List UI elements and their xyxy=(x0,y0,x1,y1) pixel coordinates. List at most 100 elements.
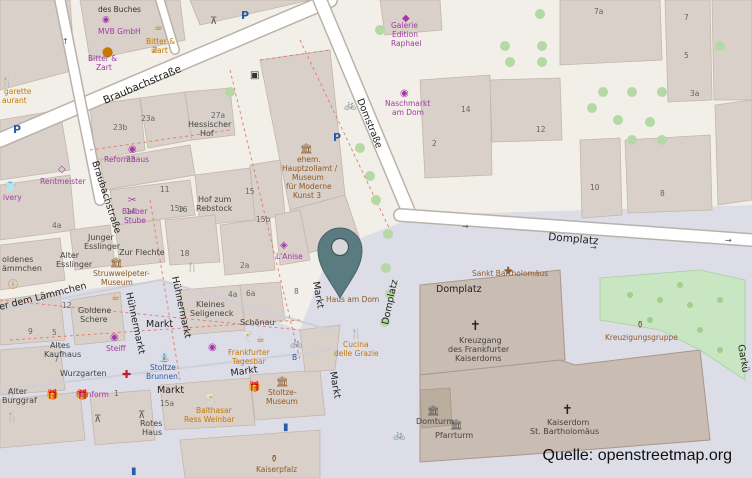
svg-text:Zur Flechte: Zur Flechte xyxy=(119,248,165,257)
svg-text:Galerie: Galerie xyxy=(391,21,418,30)
gift-icon: 🎁 xyxy=(248,380,260,393)
svg-text:Burggraf: Burggraf xyxy=(2,396,37,405)
oneway-arrows: ↑ → → → xyxy=(62,37,732,252)
tower-icon: 🏛 xyxy=(450,419,463,431)
svg-text:2a: 2a xyxy=(240,261,249,270)
svg-text:Barber: Barber xyxy=(122,207,148,216)
shop-icon: ◉ xyxy=(102,15,110,25)
svg-text:Pfarrturm: Pfarrturm xyxy=(435,431,473,440)
cafe-icon: ☕ xyxy=(150,44,159,55)
svg-text:Kaufhaus: Kaufhaus xyxy=(44,350,81,359)
bicycle-icon: 🚲 xyxy=(393,430,405,441)
museum-icon: 🏛 xyxy=(110,257,123,269)
svg-text:7a: 7a xyxy=(594,7,603,16)
location-marker[interactable] xyxy=(317,227,363,300)
cafe-icon: ☕ xyxy=(111,292,120,303)
trees xyxy=(225,9,725,327)
svg-text:Steiff: Steiff xyxy=(106,344,126,353)
svg-text:für Moderne: für Moderne xyxy=(286,182,332,191)
park-trees xyxy=(627,282,723,353)
svg-text:15: 15 xyxy=(245,187,255,196)
restaurant-icon: 🍴 xyxy=(350,327,362,340)
svg-text:des Frankfurter: des Frankfurter xyxy=(448,345,510,354)
svg-text:L'Anise: L'Anise xyxy=(276,252,303,261)
svg-text:23b: 23b xyxy=(113,123,128,132)
clothes-icon: 👕 xyxy=(4,181,16,193)
svg-text:des Buches: des Buches xyxy=(98,5,141,14)
svg-text:ivery: ivery xyxy=(3,193,22,202)
poi-labels: des Buches MVB GmbH Bitter & Zart Bitter… xyxy=(2,5,678,474)
info-icon: ⓘ xyxy=(8,279,18,291)
parking-icon: P xyxy=(241,9,249,22)
svg-text:12: 12 xyxy=(536,125,546,134)
svg-text:15a: 15a xyxy=(170,204,184,213)
bar-icon: 🍸 xyxy=(204,392,216,405)
svg-text:8: 8 xyxy=(660,189,665,198)
svg-text:Zart: Zart xyxy=(96,63,112,72)
svg-text:Stoltze-: Stoltze- xyxy=(268,388,297,397)
svg-text:Museum: Museum xyxy=(266,397,298,406)
svg-text:5: 5 xyxy=(52,328,57,337)
shop-icon: ◉ xyxy=(128,144,137,155)
svg-text:Naschmarkt: Naschmarkt xyxy=(385,99,430,108)
svg-text:ehem.: ehem. xyxy=(297,155,321,164)
svg-text:16: 16 xyxy=(178,205,188,214)
gift-icon: 🎁 xyxy=(46,388,58,401)
svg-text:23a: 23a xyxy=(141,114,155,123)
square-domplatz: Domplatz xyxy=(436,284,482,295)
svg-text:Junger: Junger xyxy=(87,233,115,242)
shop-icon: ◈ xyxy=(280,240,288,251)
bench-icon: ⊼ xyxy=(138,410,145,421)
svg-text:Kaiserpfalz: Kaiserpfalz xyxy=(256,465,297,474)
svg-text:garette: garette xyxy=(4,87,32,96)
svg-text:Balthasar: Balthasar xyxy=(196,406,233,415)
svg-text:Bitter &: Bitter & xyxy=(88,54,117,63)
svg-text:→: → xyxy=(590,243,597,252)
svg-text:Stube: Stube xyxy=(124,216,146,225)
svg-text:Edition: Edition xyxy=(392,30,418,39)
svg-text:Goldene: Goldene xyxy=(78,306,111,315)
map-pin-icon[interactable] xyxy=(317,227,363,300)
svg-text:18: 18 xyxy=(180,249,190,258)
svg-text:Rebstock: Rebstock xyxy=(196,204,233,213)
street-domplatz: Domplatz xyxy=(548,231,600,247)
svg-text:Kleines: Kleines xyxy=(196,300,225,309)
svg-text:Kreuzgang: Kreuzgang xyxy=(459,336,502,345)
buildings-top-left xyxy=(0,0,361,478)
svg-text:Stoltze: Stoltze xyxy=(150,363,176,372)
svg-text:Schere: Schere xyxy=(80,315,108,324)
svg-text:↑: ↑ xyxy=(62,37,69,46)
svg-text:14: 14 xyxy=(461,105,471,114)
marker-label-line1: Haus am Dom xyxy=(326,295,379,304)
svg-text:12: 12 xyxy=(62,301,72,310)
svg-text:Museum: Museum xyxy=(101,278,133,287)
cafe-icon: ☕ xyxy=(256,334,265,345)
svg-text:Rentmeister: Rentmeister xyxy=(40,177,87,186)
street-markt-2: Markt xyxy=(157,385,184,396)
cathedral-complex xyxy=(419,269,746,463)
svg-text:→: → xyxy=(725,236,732,245)
svg-text:5: 5 xyxy=(684,51,689,60)
svg-text:Seligeneck: Seligeneck xyxy=(190,309,234,318)
svg-text:St. Bartholomäus: St. Bartholomäus xyxy=(530,427,599,436)
restaurant-icon: 🍴 xyxy=(5,387,17,400)
roads xyxy=(0,0,752,391)
street-markt-5: Markt xyxy=(310,281,326,310)
bench-icon: ⊼ xyxy=(94,414,101,425)
svg-text:23: 23 xyxy=(126,155,136,164)
svg-text:10: 10 xyxy=(590,183,600,192)
svg-text:4a: 4a xyxy=(228,290,237,299)
svg-text:Frankfurter: Frankfurter xyxy=(228,348,271,357)
bicycle-icon: 🚲 xyxy=(290,338,302,349)
toy-icon: ◉ xyxy=(110,332,119,343)
svg-text:Rotes: Rotes xyxy=(140,419,162,428)
bar-icon: 🍸 xyxy=(241,330,253,343)
church-cross-icon: ✝ xyxy=(562,403,573,418)
svg-text:Hessischer: Hessischer xyxy=(188,120,232,129)
svg-text:B: B xyxy=(292,353,297,362)
svg-text:Zart: Zart xyxy=(152,46,168,55)
house-numbers: 7a 7 5 3a 14 12 2 10 8 23b 23a 27a 23 11… xyxy=(28,7,699,408)
svg-text:6a: 6a xyxy=(246,289,255,298)
